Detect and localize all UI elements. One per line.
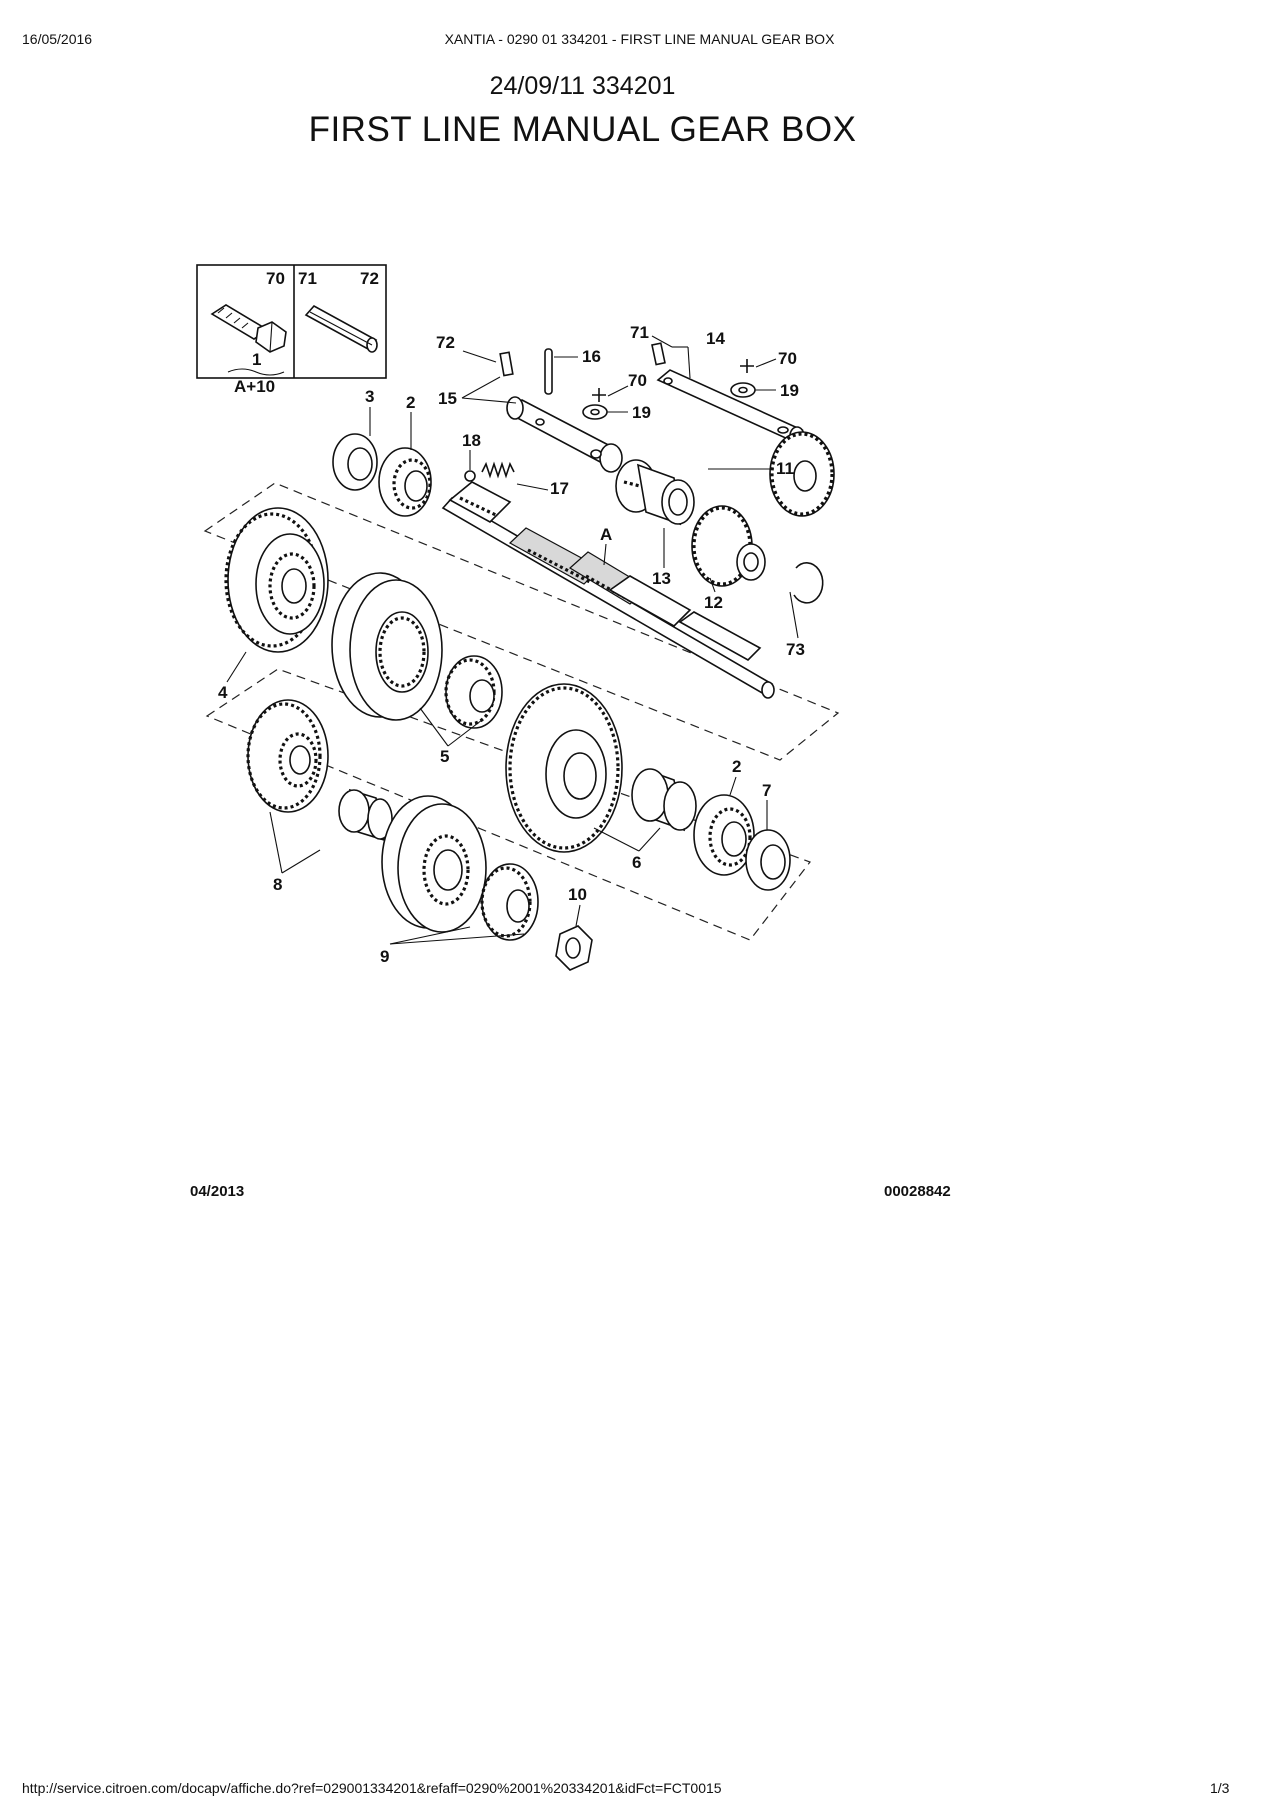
document-reference: 24/09/11 334201 (489, 72, 676, 100)
exploded-parts-diagram: 70 71 72 1 A+10 A (196, 264, 840, 971)
callout-70-left: 70 (628, 371, 647, 390)
gear-4 (224, 507, 329, 653)
source-url: http://service.citroen.com/docapv/affich… (22, 1780, 722, 1796)
bushing-8 (338, 788, 393, 842)
synchro-9 (381, 795, 539, 941)
inset-fasteners-box: 70 71 72 (196, 264, 387, 379)
callout-7: 7 (762, 781, 771, 800)
callout-11: 11 (776, 459, 794, 478)
shaft-label: A (600, 525, 612, 544)
callout-15: 15 (438, 389, 457, 408)
synchro-hub-5 (331, 572, 503, 729)
print-date: 16/05/2016 (22, 31, 93, 47)
assembly-label: 1 (252, 350, 261, 369)
callout-71: 71 (630, 323, 649, 342)
gear-11 (769, 431, 835, 517)
leader-lines (226, 335, 799, 945)
seal-3 (332, 433, 378, 491)
page-number: 1/3 (1210, 1780, 1230, 1796)
gear-12 (691, 505, 766, 587)
callout-19-left: 19 (632, 403, 651, 422)
callout-73: 73 (786, 640, 805, 659)
sleeve-13 (615, 459, 695, 526)
diagram-code: 00028842 (884, 1183, 951, 1200)
document-title: FIRST LINE MANUAL GEAR BOX (308, 110, 857, 149)
callout-3: 3 (365, 387, 374, 406)
callout-19-right: 19 (780, 381, 799, 400)
diagram-date: 04/2013 (190, 1183, 245, 1200)
callout-2-bottom: 2 (732, 757, 741, 776)
callout-14: 14 (706, 329, 725, 348)
seal-7 (745, 829, 791, 891)
main-shaft (441, 481, 775, 699)
group-outline-upper (203, 482, 840, 761)
bearing-2-top (378, 447, 432, 517)
callout-6: 6 (632, 853, 641, 872)
inset-label-71: 71 (298, 269, 317, 288)
nut-10 (555, 925, 593, 971)
bushing-6 (631, 768, 697, 832)
group-outline-lower (205, 668, 811, 941)
callout-72: 72 (436, 333, 455, 352)
callout-5: 5 (440, 747, 449, 766)
bolt-icon (210, 304, 287, 353)
inset-label-72: 72 (360, 269, 379, 288)
bearing-2-bottom (693, 794, 755, 876)
gear-8 (246, 699, 329, 813)
callout-18: 18 (462, 431, 481, 450)
callout-2-top: 2 (406, 393, 415, 412)
assembly-sublabel: A+10 (234, 377, 275, 396)
callout-70-right: 70 (778, 349, 797, 368)
callout-12: 12 (704, 593, 723, 612)
callout-8: 8 (273, 875, 282, 894)
gear-6 (505, 683, 623, 853)
callout-17: 17 (550, 479, 569, 498)
callout-10: 10 (568, 885, 587, 904)
inset-label-70: 70 (266, 269, 285, 288)
callout-9: 9 (380, 947, 389, 966)
callout-4: 4 (218, 683, 228, 702)
callout-13: 13 (652, 569, 671, 588)
circlip-73 (793, 562, 824, 604)
callout-16: 16 (582, 347, 601, 366)
roll-pin-icon (304, 304, 378, 353)
print-header-title: XANTIA - 0290 01 334201 - FIRST LINE MAN… (444, 31, 835, 47)
